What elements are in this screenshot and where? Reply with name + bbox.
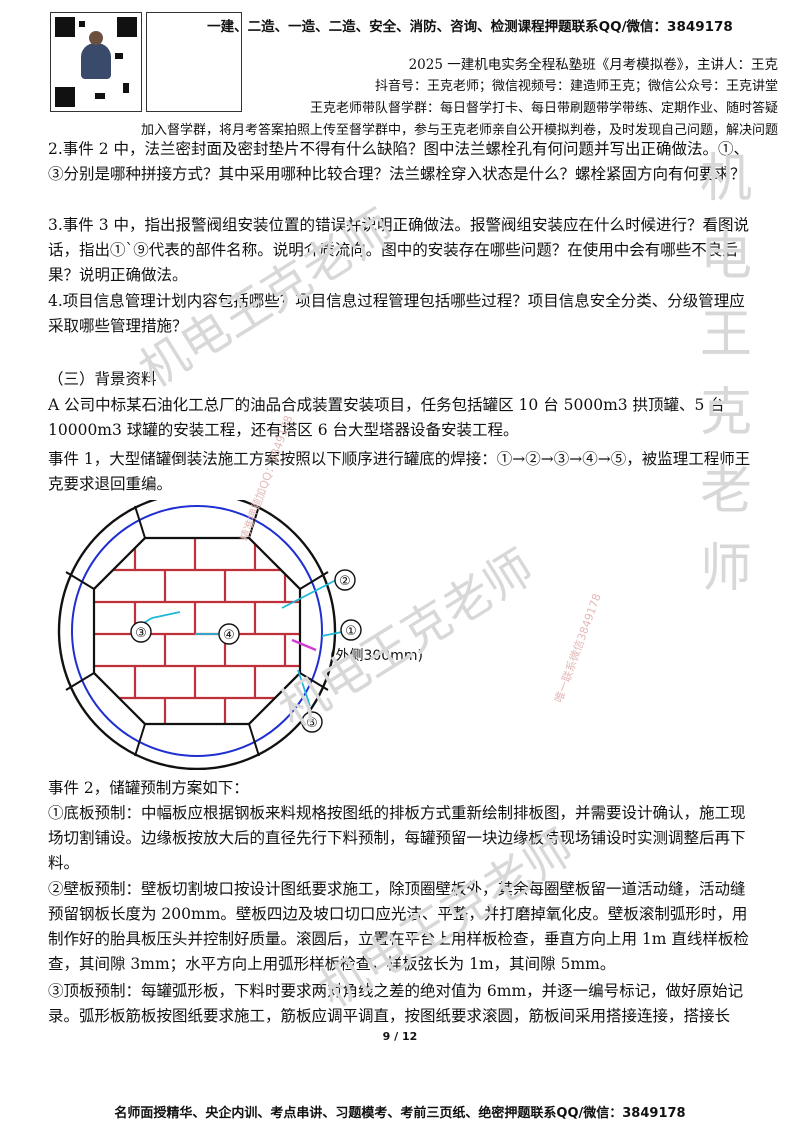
social-accounts-line: 抖音号：王克老师；微信视频号：建造师王克；微信公众号：王克讲堂 bbox=[374, 79, 778, 94]
event-2-intro: 事件 2，储罐预制方案如下： bbox=[48, 779, 249, 797]
middle-octagon bbox=[93, 537, 301, 725]
wechat-qr-code bbox=[146, 12, 242, 112]
join-group-line: 加入督学群，将月考答案拍照上传至督学群中，参与王克老师亲自公开模拟判卷，及时发现… bbox=[140, 123, 778, 138]
roof-plate-prefab: ③顶板预制：每罐弧形板，下料时要求两对角线之差的绝对值为 6mm，并逐一编号标记… bbox=[48, 982, 744, 1025]
label-5: ⑤ bbox=[306, 716, 318, 731]
event-1-text: 事件 1，大型储罐倒装法施工方案按照以下顺序进行罐底的焊接：①→②→③→④→⑤，… bbox=[48, 450, 751, 493]
shell-plate-prefab: ②壁板预制：壁板切割坡口按设计图纸要求施工，除顶圈壁板外，其余每圈壁板留一道活动… bbox=[48, 880, 749, 973]
outer-300mm-note: (外侧300mm) bbox=[330, 648, 423, 664]
callout-circles bbox=[130, 569, 362, 733]
course-title-line: 2025 一建机电实务全程私塾班《月考模拟卷》，主讲人：王克 bbox=[408, 57, 778, 73]
leader-lines bbox=[131, 579, 343, 707]
label-4: ④ bbox=[223, 628, 235, 643]
blue-annular-ring bbox=[71, 505, 323, 757]
background-text: A 公司中标某石油化工总厂的油品合成装置安装项目，任务包括罐区 10 台 500… bbox=[48, 396, 725, 439]
question-2: 2.事件 2 中，法兰密封面及密封垫片不得有什么缺陷？图中法兰螺栓孔有何问题并写… bbox=[48, 140, 750, 183]
page-number: 9 / 12 bbox=[382, 1030, 418, 1043]
label-2: ② bbox=[339, 574, 351, 589]
question-3: 3.事件 3 中，指出报警阀组安装位置的错误并说明正确做法。报警阀组安装应在什么… bbox=[48, 216, 750, 284]
question-4: 4.项目信息管理计划内容包括哪些？项目信息过程管理包括哪些过程？项目信息安全分类… bbox=[48, 292, 745, 335]
top-contact-banner: 一建、二造、一造、二造、安全、消防、咨询、检测课程押题联系QQ/微信：38491… bbox=[207, 19, 733, 35]
tank-bottom-welding-diagram: ② ③ ④ ① ⑤ (外侧300mm) bbox=[57, 500, 423, 770]
shell-seam-segment bbox=[291, 638, 317, 652]
douyin-qr-code bbox=[50, 12, 142, 112]
bottom-plate-prefab: ①底板预制：中幅板应根据钢板来料规格按图纸的排板方式重新绘制排板图，并需要设计确… bbox=[48, 804, 746, 872]
study-group-line: 王克老师带队督学群：每日督学打卡、每日带刷题带学带练、定期作业、随时答疑 bbox=[309, 101, 778, 116]
bottom-contact-banner: 名师面授精华、央企内训、考点串讲、习题模考、考前三页纸、绝密押题联系QQ/微信：… bbox=[114, 1106, 686, 1121]
label-3: ③ bbox=[135, 626, 147, 641]
section-heading: （三）背景资料 bbox=[48, 370, 157, 388]
label-1: ① bbox=[345, 624, 357, 639]
tank-outer-circle bbox=[57, 500, 337, 770]
watermark-small-right: 唯一联系微信3849178 bbox=[552, 591, 604, 705]
inner-octagon-outline bbox=[92, 536, 302, 726]
annular-plate-seams bbox=[65, 505, 329, 757]
